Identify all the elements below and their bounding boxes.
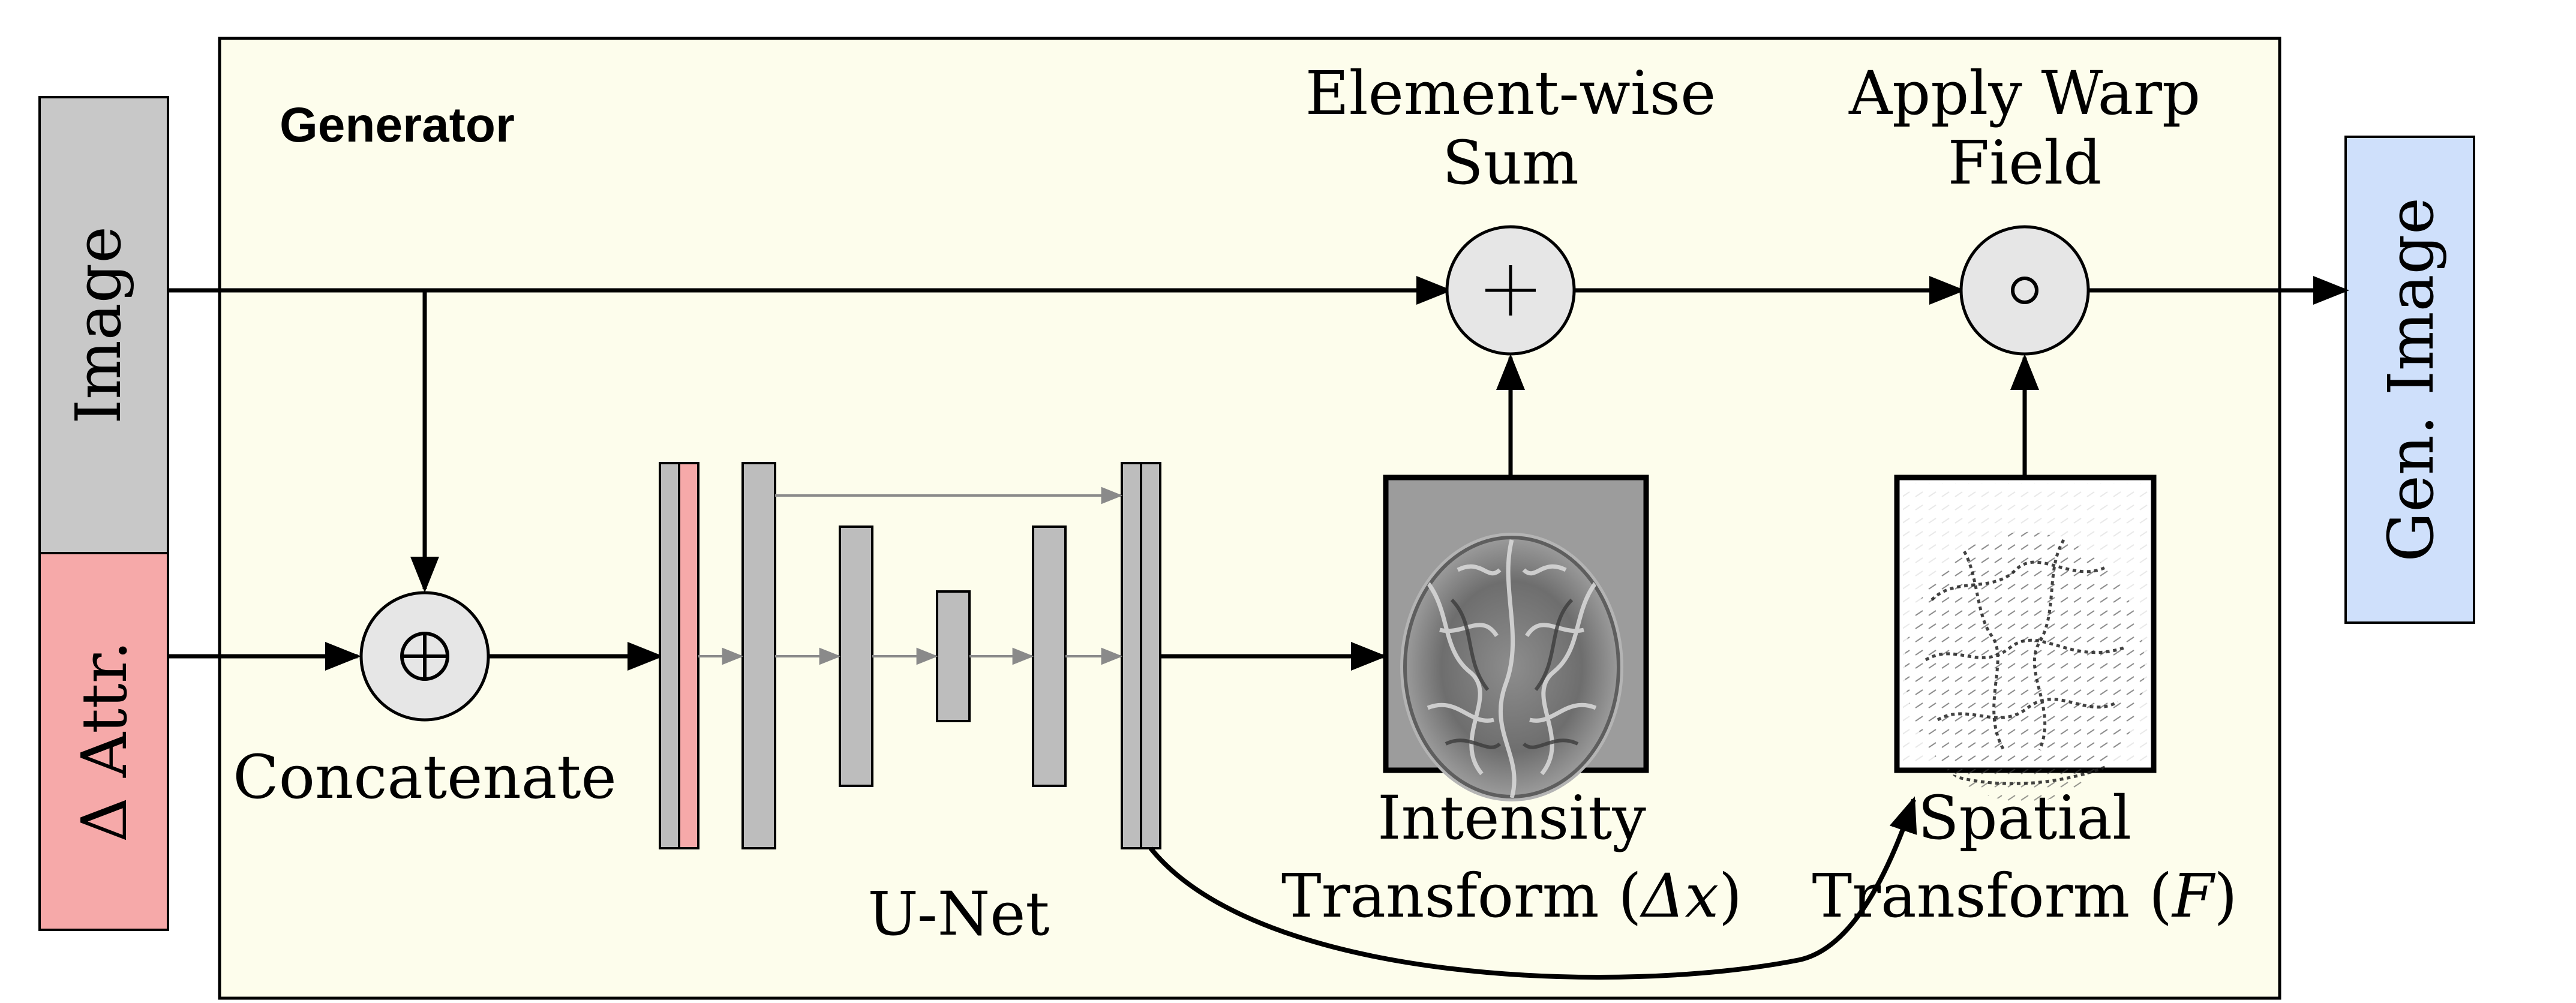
concatenate-label: Concatenate (233, 742, 617, 812)
attr-input-bar (38, 552, 169, 931)
unet (659, 462, 1161, 849)
warp-label-line1: Apply Warp (1848, 58, 2200, 128)
sum-label-line1: Element-wise (1305, 58, 1716, 128)
image-input-bar (38, 96, 169, 554)
concat-symbol-icon (400, 632, 449, 681)
spatial-label-line1: Spatial (1918, 783, 2131, 853)
spatial-label-math: F (2171, 861, 2216, 931)
unet-encoder-block-1 (741, 462, 776, 849)
compose-icon (2011, 277, 2038, 304)
unet-encoder-block-2 (839, 525, 873, 787)
unet-input-attr-block (678, 462, 699, 849)
generator-label: Generator (280, 98, 515, 152)
unet-bottleneck-block (936, 590, 971, 722)
gen-image-output-label: Gen. Image (2374, 197, 2448, 562)
sum-label-line2: Sum (1442, 128, 1579, 198)
unet-to-spatial-curve (1148, 796, 1917, 980)
attr-input-label: Δ Attr. (68, 641, 141, 842)
unet-decoder-block-1 (1032, 525, 1067, 787)
intensity-label-suffix: ) (1719, 861, 1742, 931)
spatial-label-line2: Transform (F) (1812, 861, 2238, 931)
warp-label-line2: Field (1948, 128, 2102, 198)
intensity-transform-image (1383, 475, 1649, 801)
unet-decoder-block-2a (1121, 462, 1142, 849)
image-input-label: Image (62, 226, 135, 424)
spatial-label-prefix: Transform ( (1812, 861, 2173, 931)
intensity-label-line2: Transform (Δx) (1281, 861, 1742, 931)
unet-label: U-Net (867, 879, 1049, 949)
plus-icon (1485, 265, 1536, 316)
unet-decoder-block-2b (1140, 462, 1161, 849)
spatial-transform-image (1894, 475, 2157, 802)
intensity-label-math: Δx (1639, 861, 1719, 931)
apply-warp-op (1959, 225, 2090, 356)
spatial-label-suffix: ) (2214, 861, 2237, 931)
intensity-label-prefix: Transform ( (1281, 861, 1642, 931)
gen-image-output-bar (2344, 136, 2475, 624)
unet-input-block (659, 462, 680, 849)
intensity-label-line1: Intensity (1377, 783, 1646, 853)
